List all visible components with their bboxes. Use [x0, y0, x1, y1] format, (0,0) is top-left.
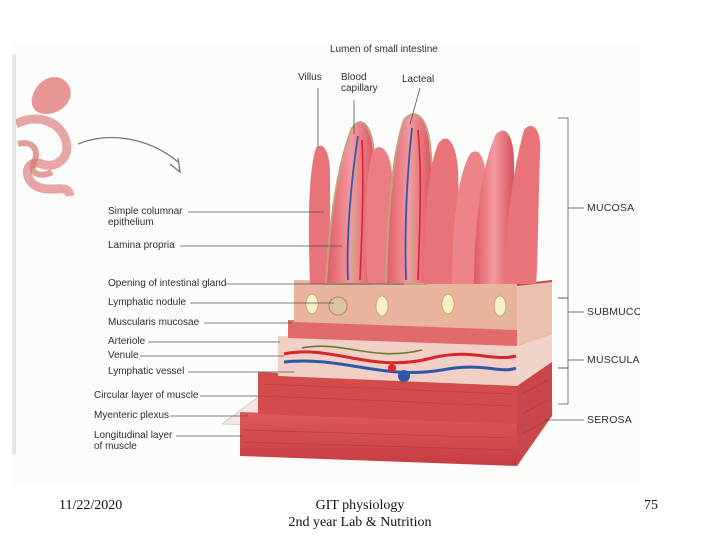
- label-arteriole: Arteriole: [108, 336, 145, 347]
- footer-page-number: 75: [644, 497, 658, 514]
- lumen-title: Lumen of small intestine: [330, 44, 438, 55]
- label-circular-layer-of-muscle: Circular layer of muscle: [94, 390, 198, 401]
- lymphatic-nodule: [329, 297, 347, 315]
- layer-label-serosa: SEROSA: [587, 415, 632, 426]
- layer-label-submucosa: SUBMUCOSA: [587, 307, 640, 318]
- label-simple-columnar-epithelium: Simple columnar epithelium: [108, 206, 182, 228]
- label-longitudinal-layer-of-muscle: Longitudinal layer of muscle: [94, 430, 172, 452]
- layer-label-muscularis: MUSCULARIS: [587, 355, 640, 366]
- label-lacteal: Lacteal: [402, 74, 434, 85]
- footer-title-line1: GIT physiology: [286, 497, 434, 514]
- footer-title: GIT physiology 2nd year Lab & Nutrition: [286, 497, 434, 531]
- pointer-arrow: [78, 138, 178, 162]
- label-opening-of-intestinal-gland: Opening of intestinal gland: [108, 278, 226, 289]
- label-muscularis-mucosae: Muscularis mucosae: [108, 317, 199, 328]
- intestine-wall-illustration: Lumen of small intestine Villus Blood ca…: [12, 44, 640, 484]
- label-lamina-propria: Lamina propria: [108, 240, 175, 251]
- label-villus: Villus: [298, 72, 322, 83]
- label-venule: Venule: [108, 350, 139, 361]
- footer-date: 11/22/2020: [59, 497, 122, 514]
- label-blood-capillary: Blood capillary: [341, 72, 378, 94]
- label-myenteric-plexus: Myenteric plexus: [94, 410, 169, 421]
- layer-label-mucosa: MUCOSA: [587, 203, 634, 214]
- label-lymphatic-nodule: Lymphatic nodule: [108, 297, 186, 308]
- organ-inset: [12, 54, 71, 454]
- footer-title-line2: 2nd year Lab & Nutrition: [286, 514, 434, 531]
- label-lymphatic-vessel: Lymphatic vessel: [108, 366, 184, 377]
